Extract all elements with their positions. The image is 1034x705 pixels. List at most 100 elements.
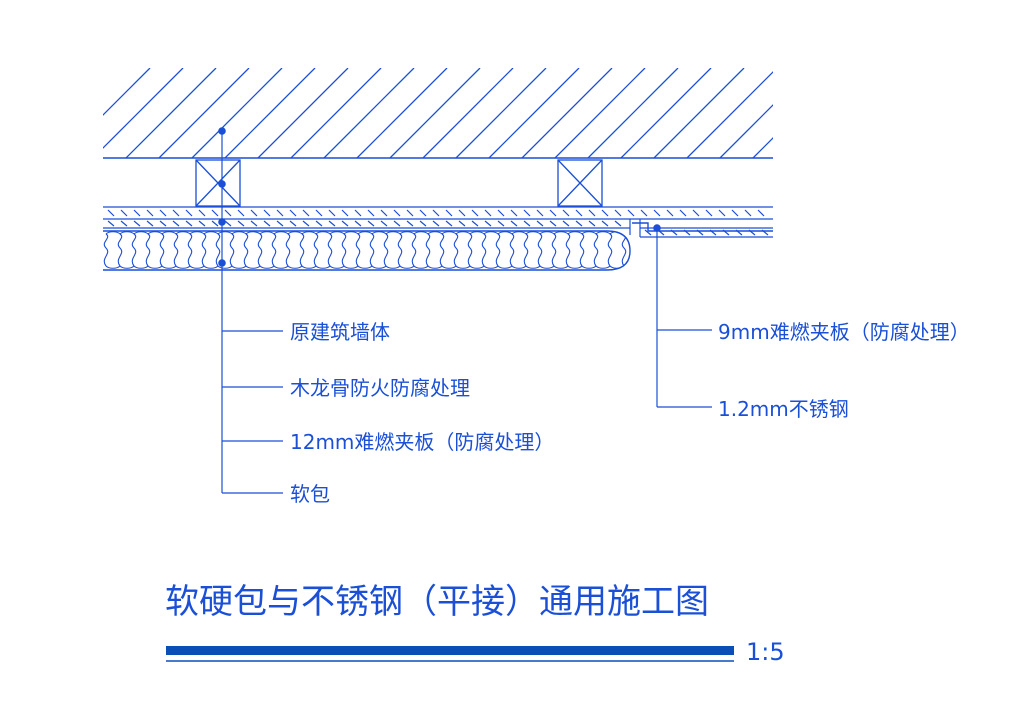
board-texture-tick: [341, 209, 349, 217]
board-texture-tick: [458, 220, 466, 227]
board-texture-tick: [107, 209, 115, 217]
board-texture-tick: [237, 220, 245, 227]
board-texture-tick: [562, 209, 570, 217]
wall-hatch-line: [103, 68, 151, 116]
soft-pack-wave: [243, 231, 261, 269]
board-texture-tick: [484, 220, 492, 227]
board-texture-tick: [614, 220, 622, 227]
board-texture-tick: [432, 220, 440, 227]
board-texture-tick: [250, 209, 258, 217]
soft-pack-wave: [551, 231, 569, 269]
board-texture-tick: [705, 209, 713, 217]
board-texture-tick: [536, 220, 544, 227]
callout-9mm-board: 9mm难燃夹板（防腐处理）: [718, 320, 970, 344]
title-underline-bar: [166, 646, 734, 655]
soft-pack-wave: [425, 231, 443, 269]
wall-hatch-line: [819, 68, 909, 158]
board-texture-tick: [588, 209, 596, 217]
board-texture-tick: [302, 209, 310, 217]
soft-pack-wave: [341, 231, 359, 269]
wall-hatch-line: [290, 68, 382, 158]
board-texture-tick: [276, 209, 284, 217]
soft-pack-wave: [257, 231, 275, 269]
soft-upholstery: [103, 230, 631, 271]
drawing-scale: 1:5: [746, 638, 785, 666]
board-texture-tick: [328, 209, 336, 217]
wall-hatch-line: [752, 137, 773, 158]
board-texture-tick: [289, 209, 297, 217]
board-texture-tick: [315, 220, 323, 227]
wall-hatch-line: [356, 68, 448, 158]
board-texture-tick: [146, 209, 154, 217]
drawing-title: 软硬包与不锈钢（平接）通用施工图: [165, 582, 709, 622]
wood-keel-left: [195, 159, 241, 207]
wall-hatch-line: [653, 68, 745, 158]
wall-hatch-line: [719, 104, 773, 158]
board-texture-tick: [549, 220, 557, 227]
board-texture-tick: [159, 220, 167, 227]
board-texture-tick: [562, 220, 570, 227]
wall-hatch-line: [587, 68, 679, 158]
soft-pack-wave: [187, 231, 205, 269]
leader-lines-right: [653, 224, 712, 408]
wall-hatch-line: [257, 68, 349, 158]
board-layers: [103, 206, 773, 238]
wall-hatch-line: [158, 68, 250, 158]
soft-pack-wave: [537, 231, 555, 269]
callout-wall: 原建筑墙体: [290, 320, 390, 344]
soft-pack-wave: [453, 231, 471, 269]
soft-pack-wave: [593, 231, 611, 269]
callout-wood-keel: 木龙骨防火防腐处理: [290, 376, 470, 400]
board-texture-tick: [224, 209, 232, 217]
board-texture-tick: [289, 220, 297, 227]
soft-pack-wave: [495, 231, 513, 269]
soft-pack-wave: [103, 231, 121, 269]
board-texture-tick: [679, 209, 687, 217]
wall-hatch-line: [554, 68, 646, 158]
board-texture-tick: [666, 209, 674, 217]
soft-pack-wave: [467, 231, 485, 269]
board-texture-tick: [211, 220, 219, 227]
board-texture-tick: [458, 209, 466, 217]
board-texture-tick: [406, 220, 414, 227]
wall-hatch-line: [389, 68, 481, 158]
board-texture-tick: [172, 209, 180, 217]
board-texture-tick: [185, 220, 193, 227]
soft-pack-wave: [173, 231, 191, 269]
wall-hatch-line: [852, 68, 942, 158]
board-texture-tick: [523, 220, 531, 227]
board-texture-tick: [575, 209, 583, 217]
board-texture-tick: [133, 220, 141, 227]
board-texture-tick: [640, 209, 648, 217]
board-texture-tick: [718, 209, 726, 217]
board-texture-tick: [120, 220, 128, 227]
board-texture-tick: [497, 220, 505, 227]
soft-pack-wave: [579, 231, 597, 269]
soft-pack-wave: [439, 231, 457, 269]
board-texture-tick: [549, 209, 557, 217]
wall-hatch-line: [323, 68, 415, 158]
board-texture-tick: [484, 209, 492, 217]
wall-hatch-line: [125, 68, 217, 158]
wall-structure: [103, 68, 942, 159]
soft-pack-wave: [523, 231, 541, 269]
board-texture-tick: [627, 209, 635, 217]
board-texture-tick: [328, 220, 336, 227]
soft-pack-wave: [327, 231, 345, 269]
soft-pack-wave: [313, 231, 331, 269]
soft-pack-wave: [145, 231, 163, 269]
board-texture-tick: [354, 209, 362, 217]
board-texture-tick: [159, 209, 167, 217]
soft-pack-wave: [131, 231, 149, 269]
board-texture-tick: [757, 209, 765, 217]
soft-pack-wave: [509, 231, 527, 269]
board-texture-tick: [471, 209, 479, 217]
wall-hatch-line: [786, 68, 876, 158]
board-texture-tick: [107, 220, 115, 227]
board-texture-tick: [367, 209, 375, 217]
board-texture-tick: [510, 209, 518, 217]
board-texture-tick: [614, 209, 622, 217]
board-texture-tick: [172, 220, 180, 227]
soft-pack-wave: [397, 231, 415, 269]
board-texture-tick: [445, 209, 453, 217]
